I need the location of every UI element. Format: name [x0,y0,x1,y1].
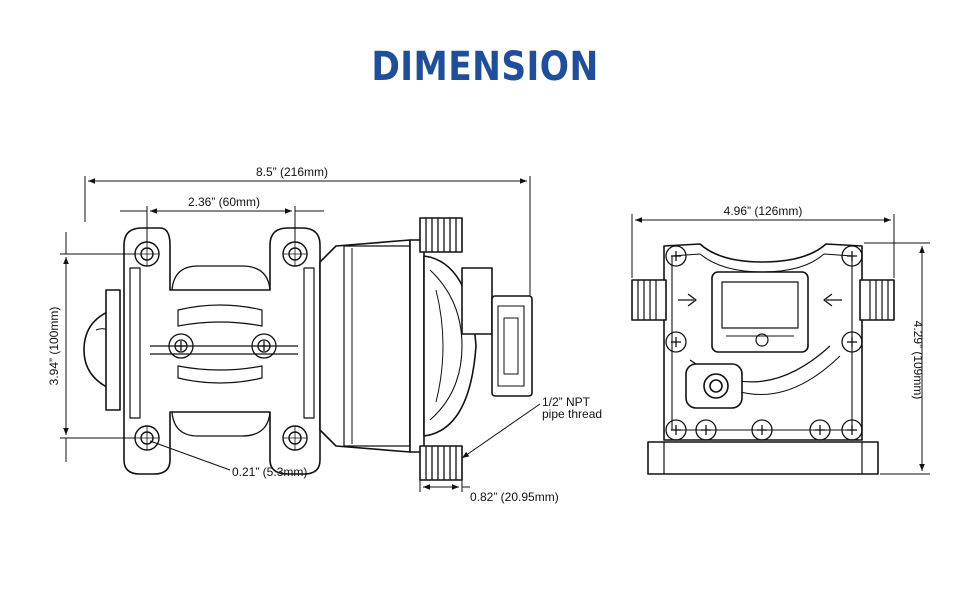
page-title: DIMENSION [371,44,599,90]
port-thread-label-line2: pipe thread [542,407,602,421]
port-offset-label: 0.82” (20.95mm) [470,490,559,504]
side-view [83,217,533,481]
front-width-label: 4.96” (126mm) [724,204,803,218]
front-height-label: 4.29” (109mm) [911,321,925,400]
hole-diameter-label: 0.21” (5.3mm) [232,465,307,479]
port-thread-label: 1/2” NPT [542,395,591,409]
mount-spacing-label: 2.36” (60mm) [188,195,260,209]
mount-height-label: 3.94” (100mm) [47,307,61,386]
front-dimension-lines [631,214,930,475]
overall-length-label: 8.5” (216mm) [256,165,328,179]
front-view [631,243,895,475]
side-dimension-lines [60,176,541,492]
